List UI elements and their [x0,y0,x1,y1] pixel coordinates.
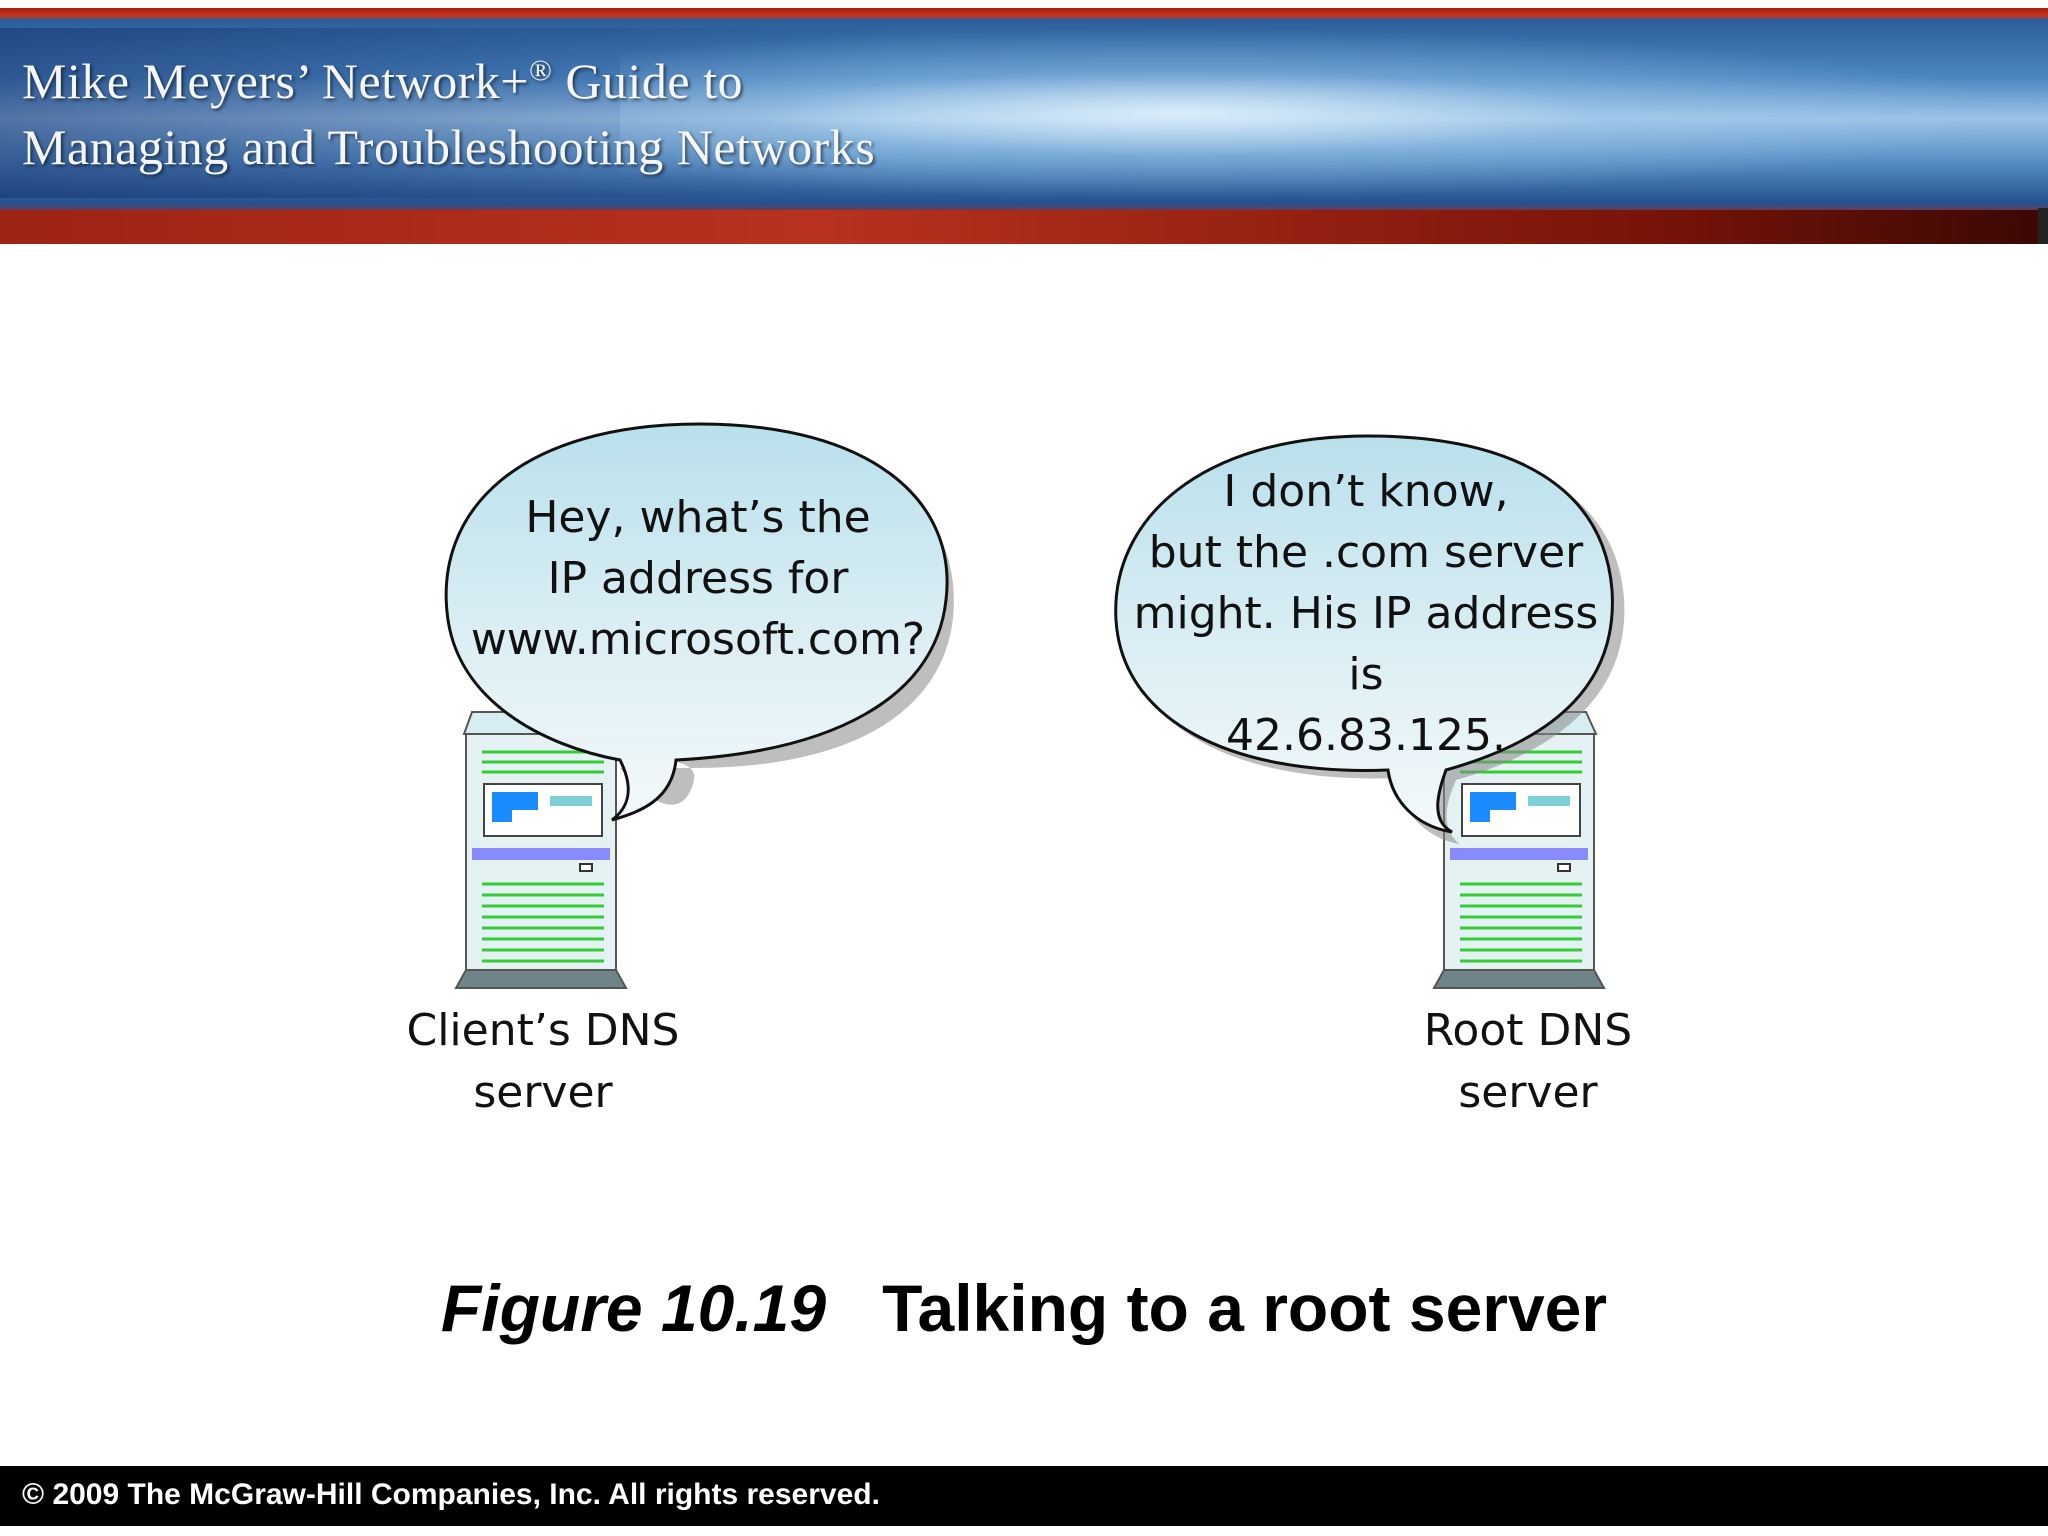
root-dns-server-label: Root DNS server [1328,1000,1728,1124]
book-title-line-2: Managing and Troubleshooting Networks [22,119,876,175]
banner-highlight [620,28,2020,198]
figure-title: Talking to a root server [882,1271,1608,1345]
root-bubble-line: 42.6.83.125. [1226,710,1506,761]
book-title-line-1: Mike Meyers’ Network+® Guide to [22,53,743,109]
figure-caption: Figure 10.19 Talking to a root server [0,1270,2048,1346]
root-label-line: Root DNS [1423,1005,1633,1056]
banner-red-strip [0,210,2048,244]
root-label-line: server [1458,1067,1598,1118]
client-bubble-line: IP address for [547,553,849,604]
client-bubble-line: www.microsoft.com? [470,614,926,665]
figure-number: Figure 10.19 [440,1271,827,1345]
header-banner: Mike Meyers’ Network+® Guide to Managing… [0,8,2048,244]
client-bubble-line: Hey, what’s the [525,492,871,543]
copyright-text: © 2009 The McGraw-Hill Companies, Inc. A… [22,1478,880,1511]
footer-bar: © 2009 The McGraw-Hill Companies, Inc. A… [0,1466,2048,1526]
client-bubble-text: Hey, what’s the IP address for www.micro… [448,487,948,670]
client-dns-server-label: Client’s DNS server [343,1000,743,1124]
root-bubble-text: I don’t know, but the .com server might.… [1112,461,1620,766]
client-speech-bubble [444,422,954,822]
root-speech-bubble [1114,434,1625,844]
root-bubble-line: but the .com server [1148,527,1584,578]
client-label-line: server [473,1067,613,1118]
root-bubble-line: I don’t know, [1223,466,1509,517]
client-label-line: Client’s DNS [406,1005,680,1056]
root-bubble-line: might. His IP address is [1133,588,1599,700]
banner-edge [2038,208,2048,244]
